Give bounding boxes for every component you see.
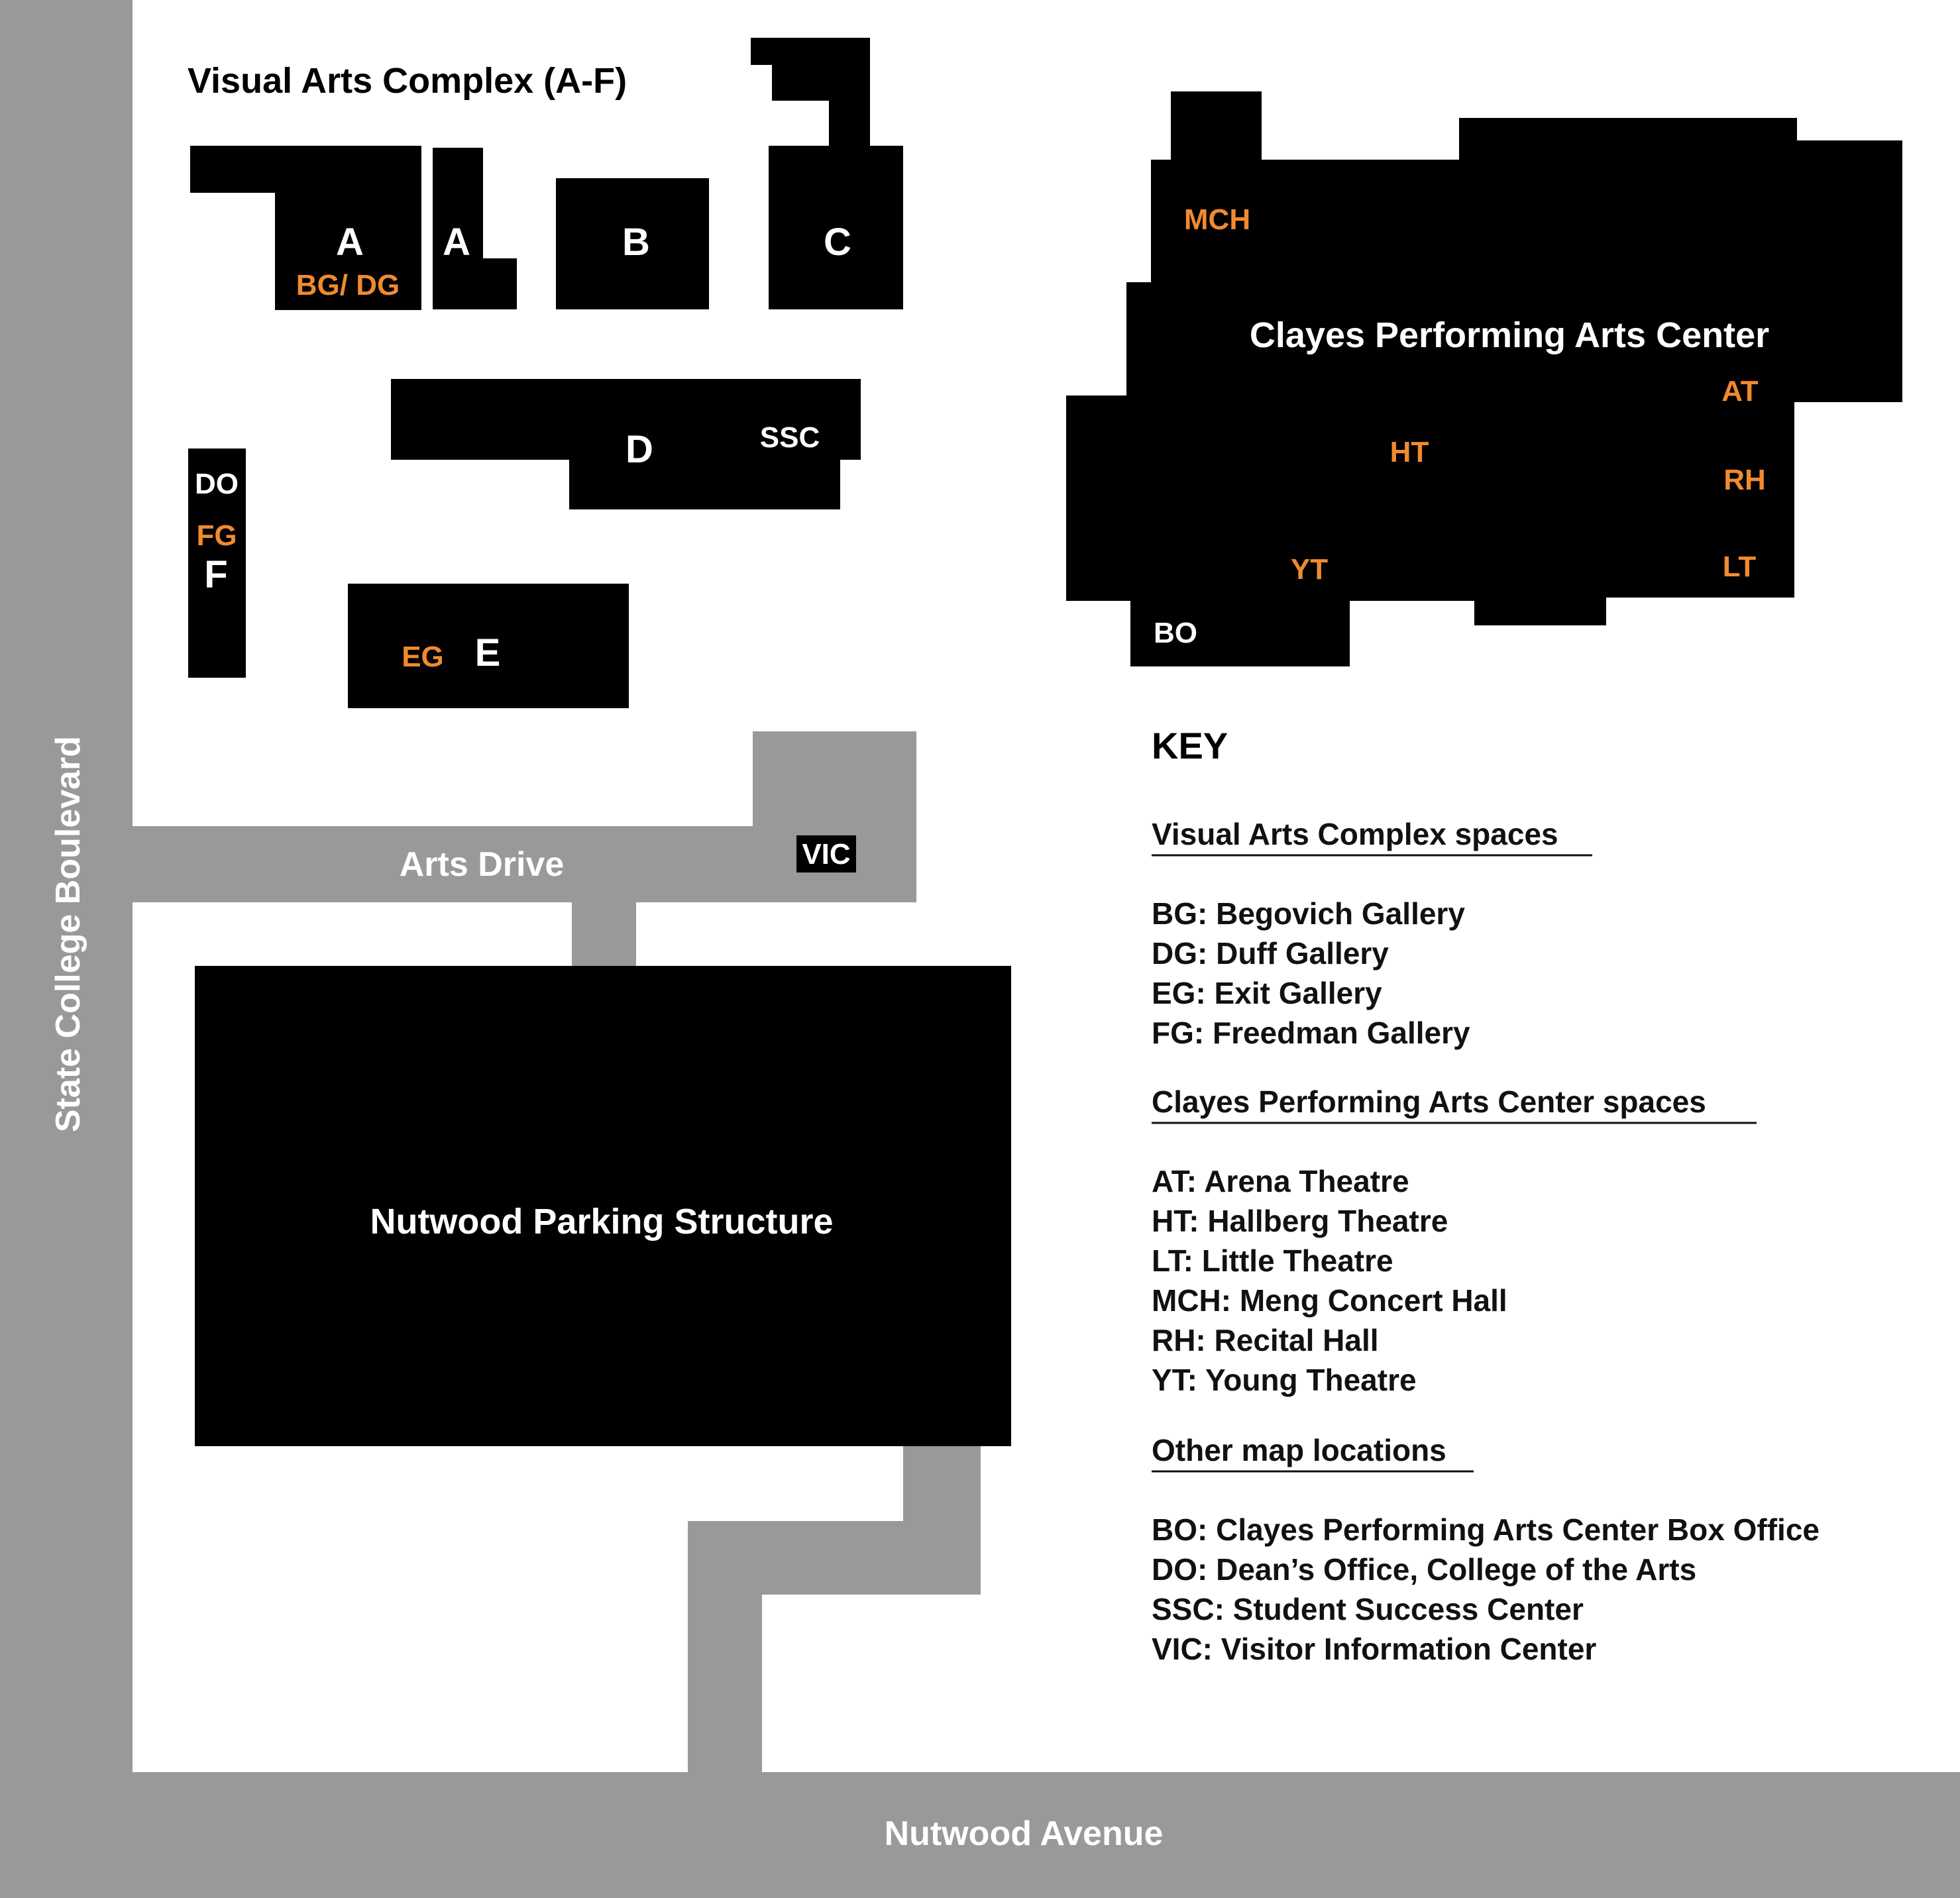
lt-label: LT	[1723, 551, 1757, 583]
clayes-performing-arts-center-building[interactable]	[1066, 91, 1902, 666]
key-item: DG: Duff Gallery	[1152, 936, 1389, 971]
key-heading-clayes: Clayes Performing Arts Center spaces	[1152, 1084, 1706, 1119]
yt-label: YT	[1291, 553, 1328, 586]
building-f[interactable]	[188, 448, 246, 678]
building-a-east-label: A	[443, 221, 470, 264]
building-a-west[interactable]	[190, 146, 421, 310]
mch-label: MCH	[1184, 203, 1250, 236]
key-item: DO: Dean’s Office, College of the Arts	[1152, 1552, 1696, 1587]
key-item: HT: Hallberg Theatre	[1152, 1204, 1448, 1238]
key-item: EG: Exit Gallery	[1152, 976, 1382, 1010]
building-a-east[interactable]	[433, 148, 517, 309]
ht-label: HT	[1390, 436, 1429, 468]
key-item: RH: Recital Hall	[1152, 1323, 1379, 1357]
key-heading-visual-arts: Visual Arts Complex spaces	[1152, 817, 1558, 851]
building-c-label: C	[824, 221, 851, 264]
key-title: KEY	[1152, 725, 1228, 766]
nutwood-parking-structure[interactable]	[195, 966, 1011, 1446]
nutwood-avenue-label: Nutwood Avenue	[885, 1815, 1164, 1853]
rh-label: RH	[1723, 464, 1766, 496]
key-item: YT: Young Theatre	[1152, 1363, 1417, 1397]
fg-label: FG	[196, 519, 237, 552]
do-label: DO	[195, 468, 239, 500]
building-f-label: F	[204, 553, 227, 596]
parking-structure-label: Nutwood Parking Structure	[370, 1202, 833, 1241]
map-key: KEY Visual Arts Complex spaces BG: Begov…	[1152, 725, 1820, 1666]
building-b[interactable]	[556, 178, 709, 309]
at-label: AT	[1721, 375, 1759, 407]
key-item: BO: Clayes Performing Arts Center Box Of…	[1152, 1512, 1820, 1547]
bg-dg-label: BG/ DG	[296, 269, 400, 301]
parking-exit-path	[688, 1446, 981, 1772]
map-title: Visual Arts Complex (A-F)	[188, 61, 627, 101]
key-item: MCH: Meng Concert Hall	[1152, 1283, 1507, 1318]
building-d[interactable]	[391, 379, 861, 509]
vic-plaza	[753, 731, 916, 902]
ssc-label: SSC	[760, 421, 820, 454]
building-d-label: D	[626, 428, 653, 471]
parking-connector-north	[572, 902, 636, 966]
state-college-boulevard-road	[0, 0, 133, 1898]
building-a-west-label: A	[336, 221, 364, 264]
eg-label: EG	[402, 641, 444, 673]
state-college-boulevard-label: State College Boulevard	[49, 736, 87, 1132]
bo-label: BO	[1154, 617, 1197, 649]
building-c[interactable]	[751, 38, 903, 309]
vic-marker[interactable]	[796, 835, 856, 872]
key-item: SSC: Student Success Center	[1152, 1592, 1584, 1626]
arts-drive-label: Arts Drive	[400, 845, 565, 884]
key-item: AT: Arena Theatre	[1152, 1164, 1409, 1198]
key-heading-other: Other map locations	[1152, 1433, 1446, 1467]
key-item: VIC: Visitor Information Center	[1152, 1632, 1596, 1666]
building-b-label: B	[622, 221, 650, 264]
building-e[interactable]	[348, 584, 629, 708]
vic-label: VIC	[802, 838, 850, 870]
key-item: FG: Freedman Gallery	[1152, 1016, 1470, 1050]
key-item: BG: Begovich Gallery	[1152, 896, 1465, 931]
building-e-label: E	[475, 631, 501, 674]
key-item: LT: Little Theatre	[1152, 1243, 1393, 1278]
nutwood-avenue-road	[0, 1772, 1960, 1898]
clayes-center-label: Clayes Performing Arts Center	[1250, 315, 1769, 355]
